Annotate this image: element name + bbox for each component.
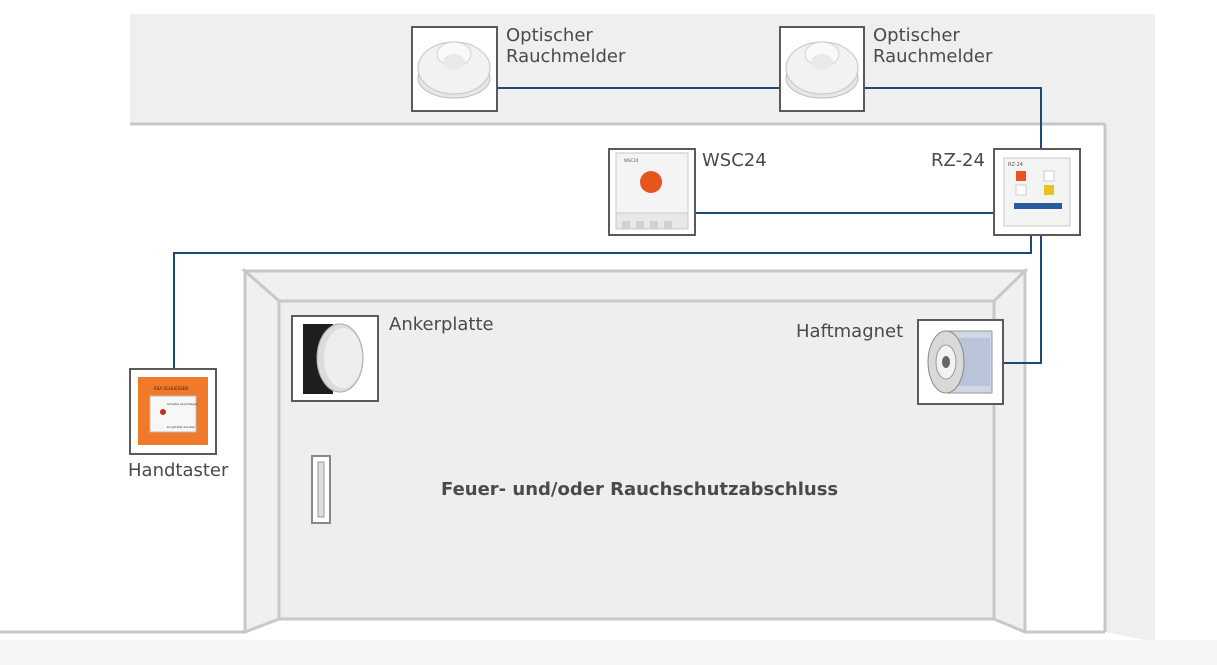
manual-call-point-label: Handtaster [128,460,229,481]
wire-rz24-to-magnet [1003,235,1042,364]
call-point-header-text: RSA SCHLIESSEN [154,386,188,391]
door-handle-inner [317,461,325,518]
wsc24-device: WSC24 [608,148,696,236]
door-frame-left [243,267,281,635]
door-title: Feuer- und/oder Rauchschutzabschluss [441,479,839,500]
wire-rz24-to-callpoint [173,235,1032,369]
smoke-detector-1-label-line1: Optischer [506,25,593,46]
anchor-plate-device [291,315,379,402]
smoke-detector-1-label: Optischer Rauchmelder [506,25,625,67]
wsc24-panel-text: WSC24 [624,158,639,163]
door-leaf [277,299,996,621]
rz24-device: RZ-24 [993,148,1081,236]
smoke-detector-2-label-line2: Rauchmelder [873,46,993,67]
wsc24-label: WSC24 [702,150,767,171]
floor-band [0,640,1217,665]
smoke-detector-1 [411,26,498,112]
rz24-label: RZ-24 [931,150,985,171]
smoke-detector-2-label: Optischer Rauchmelder [873,25,992,67]
smoke-detector-2 [779,26,865,112]
side-wall [1105,14,1155,642]
holding-magnet-device [917,319,1004,405]
holding-magnet-label: Haftmagnet [796,321,904,342]
call-point-line2-text: Knopf fest drücken [167,425,195,429]
ceiling [130,14,1155,124]
manual-call-point: RSA SCHLIESSEN Scheibe einschlagen Knopf… [129,368,217,455]
door-frame-top [241,269,1029,303]
call-point-line1-text: Scheibe einschlagen [167,402,198,406]
rz24-panel-text: RZ-24 [1008,162,1023,168]
smoke-detector-2-label-line1: Optischer [873,25,960,46]
smoke-detector-1-label-line2: Rauchmelder [506,46,626,67]
anchor-plate-label: Ankerplatte [389,314,494,335]
wiring [173,87,1042,369]
wire-detector-to-rz24 [864,87,1042,150]
